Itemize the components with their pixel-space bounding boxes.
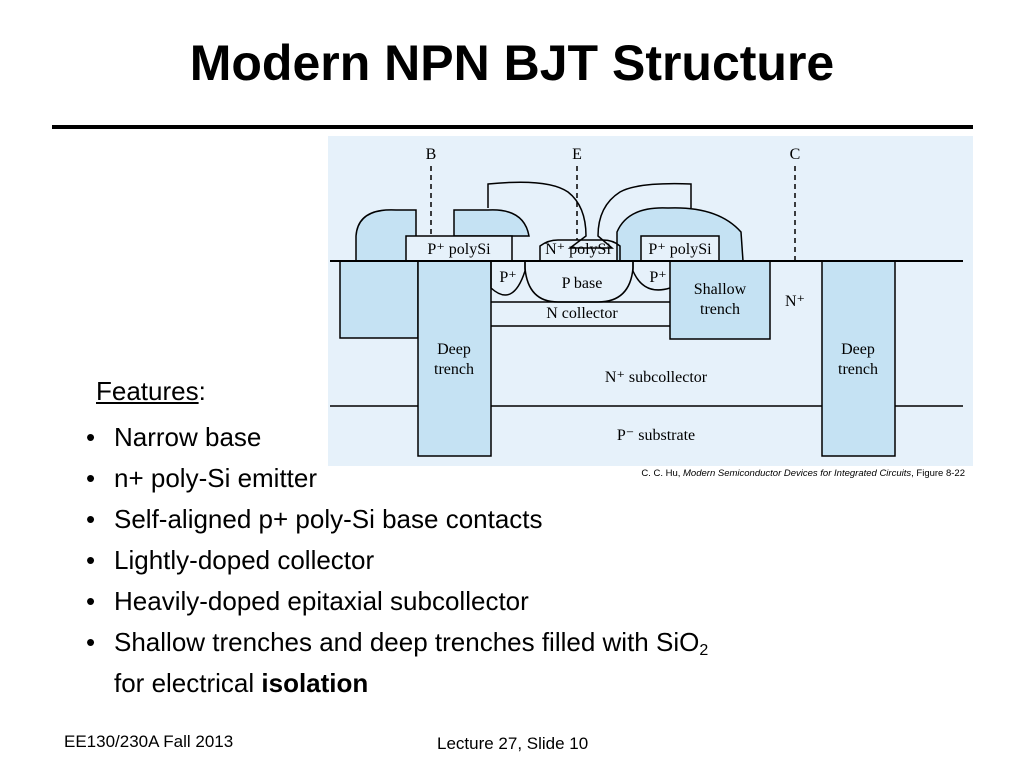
emitter-contact-region <box>539 239 621 261</box>
p-plus-left-label: P⁺ <box>499 269 516 286</box>
list-item: • Narrow base <box>86 417 708 458</box>
shallow-trench-label-line2: trench <box>700 301 740 318</box>
poly-cap-mid-left <box>453 209 530 237</box>
bullet-text: Heavily-doped epitaxial subcollector <box>114 586 529 616</box>
list-item: • Self-aligned p+ poly-Si base contacts <box>86 499 708 540</box>
n-subcollector-label: N⁺ subcollector <box>605 369 708 386</box>
p-poly-left-label: P⁺ polySi <box>427 241 491 258</box>
p-poly-left-rect <box>405 235 513 262</box>
bullet-text-bold: isolation <box>261 668 369 698</box>
diagram-svg: B E C P⁺ polySi N⁺ polySi P⁺ polySi P⁺ P… <box>330 146 963 457</box>
title-divider <box>52 125 973 129</box>
list-item: • Shallow trenches and deep trenches fill… <box>86 622 708 704</box>
p-base-outline <box>524 261 634 303</box>
caption-author: C. C. Hu, <box>641 468 684 479</box>
p-substrate-label: P⁻ substrate <box>617 427 695 444</box>
list-item: • Heavily-doped epitaxial subcollector <box>86 581 708 622</box>
terminal-b-label: B <box>426 146 437 163</box>
bjt-cross-section-diagram: B E C P⁺ polySi N⁺ polySi P⁺ polySi P⁺ P… <box>328 136 973 466</box>
features-heading: Features: <box>96 378 206 404</box>
features-heading-text: Features <box>96 376 199 406</box>
bullet-dot: • <box>86 422 96 452</box>
caption-book-title: Modern Semiconductor Devices for Integra… <box>683 468 912 479</box>
caption-figure-number: , Figure 8-22 <box>911 468 965 479</box>
features-list: • Narrow base • n+ poly-Si emitter • Self-a… <box>86 417 708 704</box>
bullet-dot: • <box>86 504 96 534</box>
left-oxide-block <box>339 260 419 339</box>
footer-course: EE130/230A Fall 2013 <box>64 732 234 751</box>
deep-trench-right-label-line2: trench <box>838 361 878 378</box>
features-heading-colon: : <box>198 376 206 406</box>
p-poly-right-label: P⁺ polySi <box>648 241 712 258</box>
bullet-text-line1: Shallow trenches and deep trenches fille… <box>114 627 700 657</box>
n-collector-label: N collector <box>546 305 618 322</box>
deep-trench-right-label-line1: Deep <box>841 341 875 358</box>
n-poly-label: N⁺ polySi <box>545 241 611 258</box>
list-item: • Lightly-doped collector <box>86 540 708 581</box>
terminal-c-label: C <box>790 146 801 163</box>
p-plus-right-label: P⁺ <box>649 269 666 286</box>
bullet-text: Lightly-doped collector <box>114 545 375 575</box>
deep-trench-left-label-line1: Deep <box>437 341 471 358</box>
shallow-trench <box>669 260 771 340</box>
bullet-text: n+ poly-Si emitter <box>114 463 318 493</box>
shallow-trench-label-line1: Shallow <box>694 281 747 298</box>
bullet-text-line2: for electrical <box>114 668 262 698</box>
subscript-2: 2 <box>699 642 709 659</box>
bullet-dot: • <box>86 627 96 657</box>
n-plus-label: N⁺ <box>785 293 805 310</box>
bullet-text: Narrow base <box>114 422 262 452</box>
figure-caption: C. C. Hu, Modern Semiconductor Devices f… <box>560 468 965 479</box>
footer-slide-number: Lecture 27, Slide 10 <box>437 734 589 753</box>
p-base-label: P base <box>562 275 603 292</box>
bullet-text: Self-aligned p+ poly-Si base contacts <box>114 504 543 534</box>
deep-trench-left-label-line2: trench <box>434 361 474 378</box>
bullet-dot: • <box>86 463 96 493</box>
bullet-dot: • <box>86 586 96 616</box>
slide-title: Modern NPN BJT Structure <box>189 35 835 91</box>
bullet-dot: • <box>86 545 96 575</box>
terminal-e-label: E <box>572 146 582 163</box>
poly-cap-left <box>355 209 417 262</box>
list-item: • n+ poly-Si emitter <box>86 458 708 499</box>
deep-trench-right <box>821 260 896 457</box>
n-poly-emitter <box>487 181 692 249</box>
